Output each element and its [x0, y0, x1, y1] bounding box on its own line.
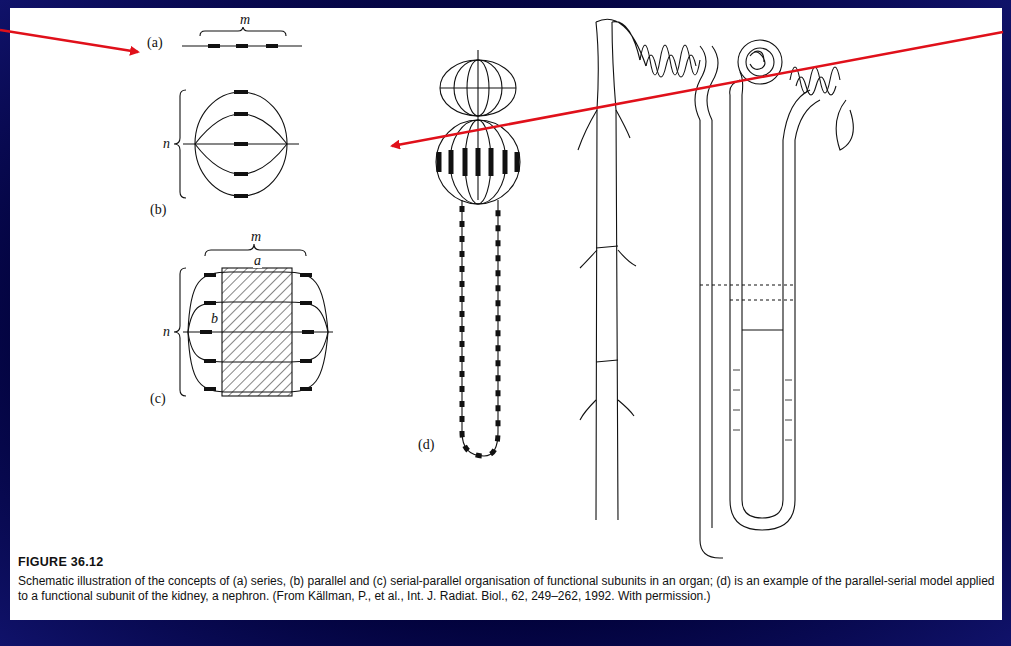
dimension-letter: m [250, 230, 262, 244]
subunits [208, 44, 278, 48]
dimension-letter: b [210, 312, 219, 326]
figure-title: FIGURE 36.12 [18, 555, 104, 569]
collecting-duct [578, 22, 636, 520]
tubule [596, 19, 853, 150]
figure-panel [10, 8, 1002, 620]
convoluted-tubule [796, 77, 836, 95]
panel-label: (c) [150, 392, 166, 406]
parallel-spindles [436, 50, 520, 204]
dimension-letter: n [162, 137, 171, 151]
m-bracket [200, 26, 286, 36]
nephron [596, 19, 853, 558]
panel-label: (d) [418, 438, 434, 452]
convoluted-tubule [640, 45, 700, 75]
series-line [182, 45, 302, 46]
pointer-arrow [392, 32, 1003, 146]
chain-subunits [462, 206, 498, 456]
dimension-letter: m [239, 13, 251, 27]
convoluted-tubule [646, 55, 696, 77]
dimension-letter: n [162, 325, 171, 339]
serial-chain [462, 200, 498, 456]
panel-label: (a) [147, 36, 163, 50]
dimension-letter: a [253, 254, 262, 268]
subunits [234, 92, 248, 196]
figure-caption: Schematic illustration of the concepts o… [18, 574, 998, 603]
pointer-arrow [0, 30, 138, 52]
subunits [200, 275, 314, 389]
panel-label: (b) [150, 203, 166, 217]
